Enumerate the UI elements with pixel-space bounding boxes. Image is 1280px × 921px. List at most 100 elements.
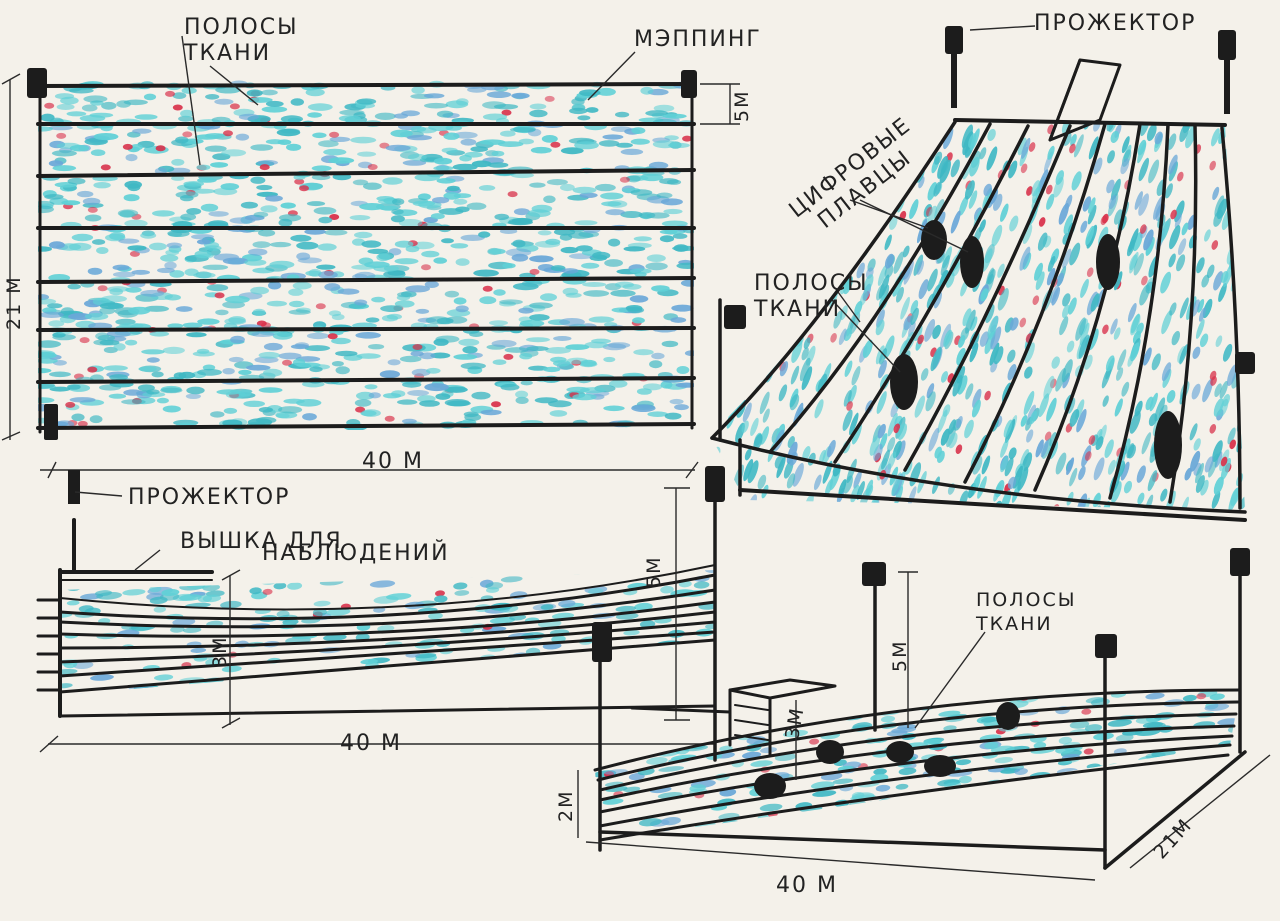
- water-brush-mark: [78, 605, 94, 612]
- water-brush-mark: [1029, 410, 1037, 425]
- water-brush-mark: [646, 254, 666, 262]
- water-brush-mark: [927, 268, 938, 292]
- water-brush-mark: [1113, 209, 1123, 225]
- water-brush-mark: [812, 790, 837, 797]
- water-brush-mark: [482, 101, 506, 109]
- red-brush-mark: [122, 143, 133, 150]
- water-brush-mark: [52, 334, 76, 341]
- red-brush-mark: [44, 102, 55, 109]
- water-brush-mark: [1117, 349, 1127, 371]
- water-brush-mark: [1236, 245, 1245, 269]
- water-brush-mark: [1139, 284, 1150, 306]
- water-brush-mark: [426, 367, 441, 374]
- water-brush-mark: [997, 263, 1005, 278]
- water-brush-mark: [1110, 178, 1121, 201]
- side-elevation-view: ПРОЖЕКТОР ВЫШКА ДЛЯ НАБЛЮДЕНИЙ 3М 5М 40 …: [36, 470, 717, 756]
- label-dim-5m-iso: 5М: [889, 640, 911, 672]
- red-brush-mark: [261, 322, 271, 329]
- water-brush-mark: [154, 674, 174, 681]
- water-brush-mark: [356, 677, 371, 685]
- water-brush-mark: [670, 317, 687, 323]
- water-brush-mark: [926, 383, 935, 399]
- water-brush-mark: [1137, 139, 1147, 156]
- water-brush-mark: [942, 404, 951, 417]
- red-brush-mark: [830, 332, 837, 343]
- water-brush-mark: [1037, 806, 1057, 815]
- water-brush-mark: [471, 160, 492, 168]
- water-brush-mark: [916, 260, 925, 275]
- water-brush-mark: [309, 366, 323, 373]
- water-brush-mark: [106, 330, 131, 338]
- water-brush-mark: [918, 820, 934, 827]
- red-brush-mark: [262, 588, 273, 595]
- water-brush-mark: [515, 390, 529, 399]
- water-brush-mark: [283, 398, 305, 404]
- water-brush-mark: [543, 195, 556, 204]
- water-brush-mark: [599, 750, 626, 757]
- red-brush-mark: [808, 144, 815, 155]
- water-brush-mark: [651, 285, 670, 292]
- water-brush-mark: [631, 404, 656, 413]
- water-brush-mark: [808, 142, 818, 160]
- water-brush-mark: [779, 361, 789, 377]
- water-brush-mark: [1031, 180, 1041, 197]
- water-brush-mark: [455, 305, 469, 313]
- water-brush-mark: [180, 213, 197, 221]
- water-brush-mark: [250, 176, 266, 184]
- water-brush-mark: [811, 125, 822, 150]
- water-brush-mark: [96, 247, 109, 254]
- red-brush-mark: [165, 90, 175, 97]
- red-brush-mark: [615, 744, 626, 751]
- water-brush-mark: [803, 163, 811, 177]
- water-brush-mark: [67, 177, 86, 185]
- water-brush-mark: [270, 241, 292, 248]
- water-brush-mark: [1033, 742, 1047, 749]
- water-brush-mark: [190, 188, 216, 194]
- water-brush-mark: [694, 686, 711, 692]
- water-brush-mark: [128, 306, 151, 315]
- water-brush-mark: [488, 248, 506, 255]
- water-brush-mark: [1180, 496, 1189, 510]
- red-brush-mark: [1209, 423, 1217, 434]
- water-brush-mark: [125, 154, 138, 162]
- label-dim-40m-side: 40 М: [340, 731, 402, 756]
- water-brush-mark: [182, 627, 202, 633]
- water-brush-mark: [645, 262, 668, 271]
- front-dimension-lines: [1, 73, 740, 479]
- water-brush-mark: [1206, 264, 1215, 279]
- water-brush-mark: [674, 404, 689, 411]
- water-brush-mark: [972, 388, 982, 408]
- water-brush-mark: [807, 822, 823, 829]
- water-brush-mark: [1069, 720, 1090, 729]
- water-brush-mark: [1176, 254, 1186, 272]
- water-brush-mark: [393, 113, 408, 119]
- water-brush-mark: [762, 408, 770, 423]
- water-brush-mark: [1220, 457, 1231, 481]
- water-brush-mark: [146, 357, 160, 363]
- red-brush-mark: [1139, 224, 1147, 234]
- water-brush-mark: [1235, 253, 1245, 274]
- water-brush-mark: [638, 818, 662, 827]
- water-brush-mark: [844, 360, 853, 377]
- water-brush-mark: [753, 212, 764, 232]
- water-brush-mark: [1050, 285, 1059, 304]
- water-brush-mark: [1082, 196, 1092, 212]
- water-brush-mark: [1088, 136, 1099, 160]
- water-brush-mark: [1222, 343, 1233, 362]
- water-brush-mark: [261, 89, 278, 96]
- water-brush-mark: [929, 819, 949, 828]
- water-brush-mark: [1035, 837, 1055, 840]
- red-brush-mark: [1069, 143, 1076, 154]
- water-brush-mark: [623, 629, 640, 636]
- water-brush-mark: [662, 113, 687, 119]
- red-brush-mark: [984, 390, 991, 401]
- water-brush-mark: [77, 190, 94, 198]
- water-brush-mark: [1185, 125, 1197, 149]
- water-brush-mark: [990, 326, 1002, 350]
- water-brush-mark: [252, 308, 266, 316]
- water-brush-mark: [668, 735, 685, 743]
- red-brush-mark: [1040, 690, 1051, 692]
- water-brush-mark: [759, 803, 783, 812]
- water-brush-mark: [877, 264, 888, 286]
- water-brush-mark: [1058, 736, 1073, 745]
